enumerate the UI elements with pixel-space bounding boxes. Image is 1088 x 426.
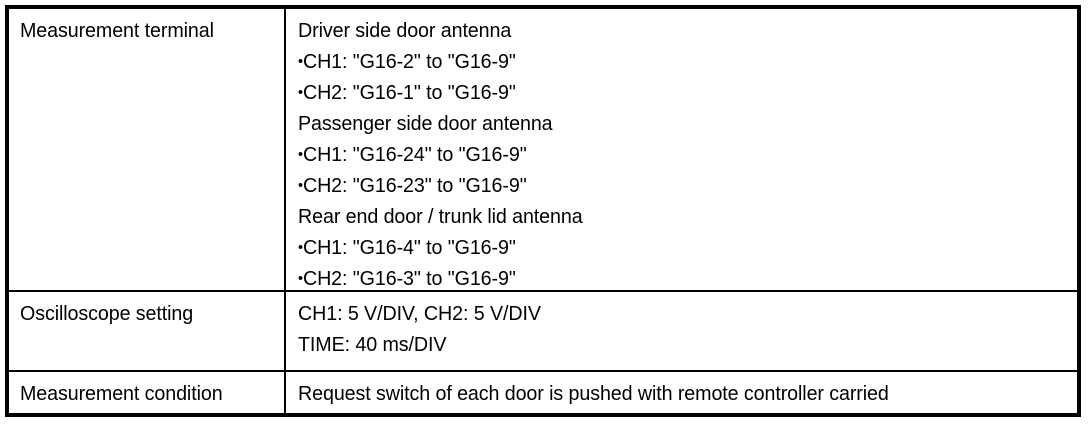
row-label-cell: Measurement condition — [9, 372, 286, 417]
row-label-cell: Measurement terminal — [9, 9, 286, 290]
value-line: CH2: "G16-3" to "G16-9" — [298, 263, 1046, 294]
value-line: CH1: "G16-4" to "G16-9" — [298, 232, 1046, 263]
row-value-cell: Driver side door antenna CH1: "G16-2" to… — [286, 9, 1077, 290]
value-line: CH2: "G16-1" to "G16-9" — [298, 77, 1046, 108]
value-line: CH1: "G16-24" to "G16-9" — [298, 139, 1046, 170]
row-label-text: Measurement terminal — [20, 19, 214, 42]
value-line: TIME: 40 ms/DIV — [298, 333, 447, 356]
measurement-spec-table: Measurement terminal Driver side door an… — [5, 5, 1081, 417]
value-line: Request switch of each door is pushed wi… — [298, 382, 889, 405]
row-label-text: Oscilloscope setting — [20, 302, 194, 325]
value-line: Driver side door antenna — [298, 19, 512, 42]
table-row: Measurement terminal Driver side door an… — [9, 9, 1077, 290]
row-label-cell: Oscilloscope setting — [9, 292, 286, 370]
table-row: Oscilloscope setting CH1: 5 V/DIV, CH2: … — [9, 290, 1077, 370]
value-line: CH1: 5 V/DIV, CH2: 5 V/DIV — [298, 302, 541, 325]
value-line: CH2: "G16-23" to "G16-9" — [298, 170, 1046, 201]
row-value-cell: Request switch of each door is pushed wi… — [286, 372, 1077, 417]
value-line: Passenger side door antenna — [298, 112, 553, 135]
table-row: Measurement condition Request switch of … — [9, 370, 1077, 417]
row-value-cell: CH1: 5 V/DIV, CH2: 5 V/DIV TIME: 40 ms/D… — [286, 292, 1077, 370]
row-label-text: Measurement condition — [20, 382, 223, 405]
value-line: Rear end door / trunk lid antenna — [298, 205, 583, 228]
value-line: CH1: "G16-2" to "G16-9" — [298, 46, 1046, 77]
